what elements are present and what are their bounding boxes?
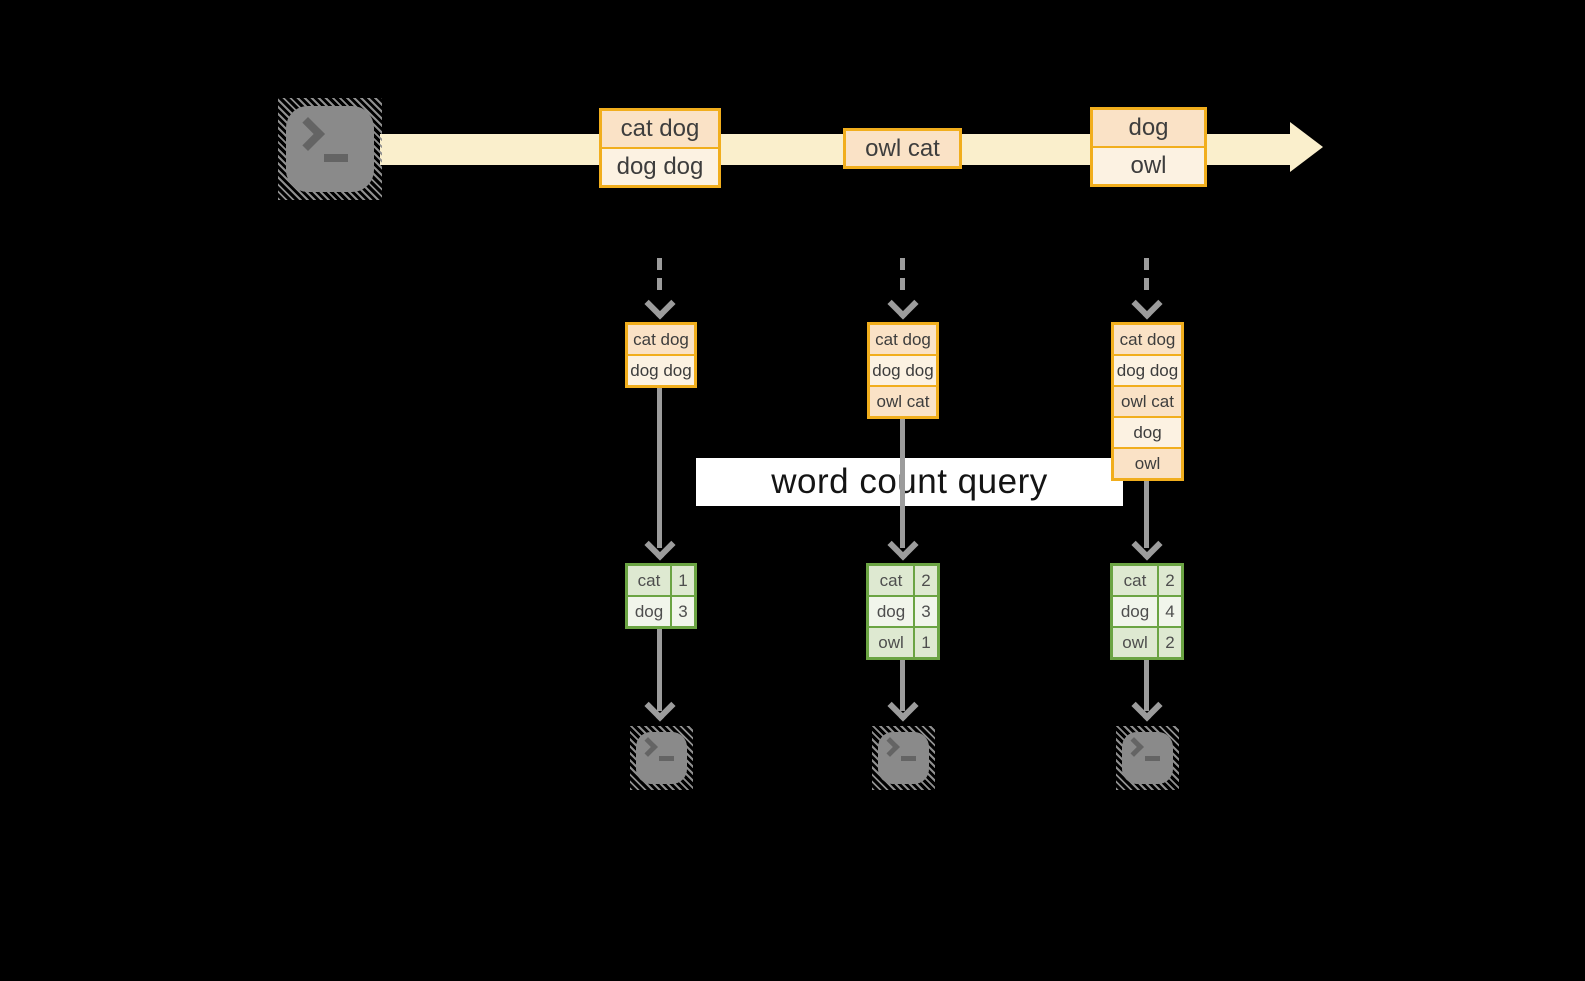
- stream-record: dog dog: [602, 149, 718, 185]
- table-row: dog 3: [628, 597, 694, 626]
- output-arrowhead-2-icon: [887, 690, 919, 722]
- state-record: dog dog: [870, 356, 936, 385]
- table-row: cat 2: [1113, 566, 1181, 595]
- state-record: owl cat: [870, 387, 936, 416]
- state-record: cat dog: [870, 325, 936, 354]
- count-table-1: cat 1 dog 3: [625, 563, 697, 629]
- terminal-cursor-icon: [659, 756, 674, 761]
- count-word-cell: cat: [628, 566, 670, 595]
- query-band: word count query: [696, 458, 1123, 506]
- count-word-cell: cat: [1113, 566, 1157, 595]
- dashed-arrowhead-3-icon: [1131, 288, 1163, 320]
- count-word-cell: dog: [628, 597, 670, 626]
- table-row: dog 3: [869, 597, 937, 626]
- output-arrow-1: [657, 629, 662, 711]
- count-value-cell: 1: [672, 566, 694, 595]
- state-record: dog: [1114, 418, 1181, 447]
- count-table-2: cat 2 dog 3 owl 1: [866, 563, 940, 660]
- state-record: cat dog: [628, 325, 694, 354]
- count-value-cell: 2: [1159, 566, 1181, 595]
- query-label: word count query: [771, 462, 1048, 501]
- table-row: owl 1: [869, 628, 937, 657]
- stream-batch-1: cat dog dog dog: [599, 108, 721, 188]
- query-arrow-1: [657, 388, 662, 548]
- stream-batch-2: owl cat: [843, 128, 962, 169]
- count-word-cell: owl: [869, 628, 913, 657]
- query-arrowhead-1-icon: [644, 529, 676, 561]
- count-value-cell: 2: [915, 566, 937, 595]
- dashed-arrowhead-1-icon: [644, 288, 676, 320]
- count-word-cell: dog: [869, 597, 913, 626]
- stream-arrowhead-icon: [1290, 122, 1323, 172]
- count-value-cell: 2: [1159, 628, 1181, 657]
- table-row: cat 1: [628, 566, 694, 595]
- terminal-cursor-icon: [1145, 756, 1160, 761]
- terminal-cursor-icon: [324, 154, 348, 162]
- output-arrow-2: [900, 660, 905, 711]
- terminal-icon-body: [286, 106, 374, 192]
- state-box-3: cat dog dog dog owl cat dog owl: [1111, 322, 1184, 481]
- state-record: dog dog: [1114, 356, 1181, 385]
- count-value-cell: 3: [672, 597, 694, 626]
- count-table-3: cat 2 dog 4 owl 2: [1110, 563, 1184, 660]
- state-box-1: cat dog dog dog: [625, 322, 697, 388]
- stream-record: owl cat: [846, 131, 959, 166]
- count-word-cell: cat: [869, 566, 913, 595]
- output-arrowhead-1-icon: [644, 690, 676, 722]
- terminal-cursor-icon: [901, 756, 916, 761]
- state-box-2: cat dog dog dog owl cat: [867, 322, 939, 419]
- terminal-icon: [1116, 726, 1179, 790]
- query-arrow-2: [900, 419, 905, 548]
- stream-record: cat dog: [602, 111, 718, 147]
- output-arrow-3: [1144, 660, 1149, 711]
- count-value-cell: 4: [1159, 597, 1181, 626]
- count-value-cell: 3: [915, 597, 937, 626]
- stream-record: owl: [1093, 148, 1204, 184]
- count-word-cell: owl: [1113, 628, 1157, 657]
- stream-batch-3: dog owl: [1090, 107, 1207, 187]
- query-arrowhead-2-icon: [887, 529, 919, 561]
- stream-record: dog: [1093, 110, 1204, 146]
- state-record: owl: [1114, 449, 1181, 478]
- query-arrow-3: [1144, 481, 1149, 548]
- state-record: dog dog: [628, 356, 694, 385]
- output-arrowhead-3-icon: [1131, 690, 1163, 722]
- state-record: owl cat: [1114, 387, 1181, 416]
- state-record: cat dog: [1114, 325, 1181, 354]
- count-word-cell: dog: [1113, 597, 1157, 626]
- dashed-arrow-1: [657, 258, 662, 298]
- table-row: cat 2: [869, 566, 937, 595]
- terminal-icon: [872, 726, 935, 790]
- table-row: owl 2: [1113, 628, 1181, 657]
- terminal-icon: [278, 98, 382, 200]
- dashed-arrow-2: [900, 258, 905, 298]
- terminal-icon: [630, 726, 693, 790]
- count-value-cell: 1: [915, 628, 937, 657]
- query-arrowhead-3-icon: [1131, 529, 1163, 561]
- table-row: dog 4: [1113, 597, 1181, 626]
- dashed-arrowhead-2-icon: [887, 288, 919, 320]
- dashed-arrow-3: [1144, 258, 1149, 298]
